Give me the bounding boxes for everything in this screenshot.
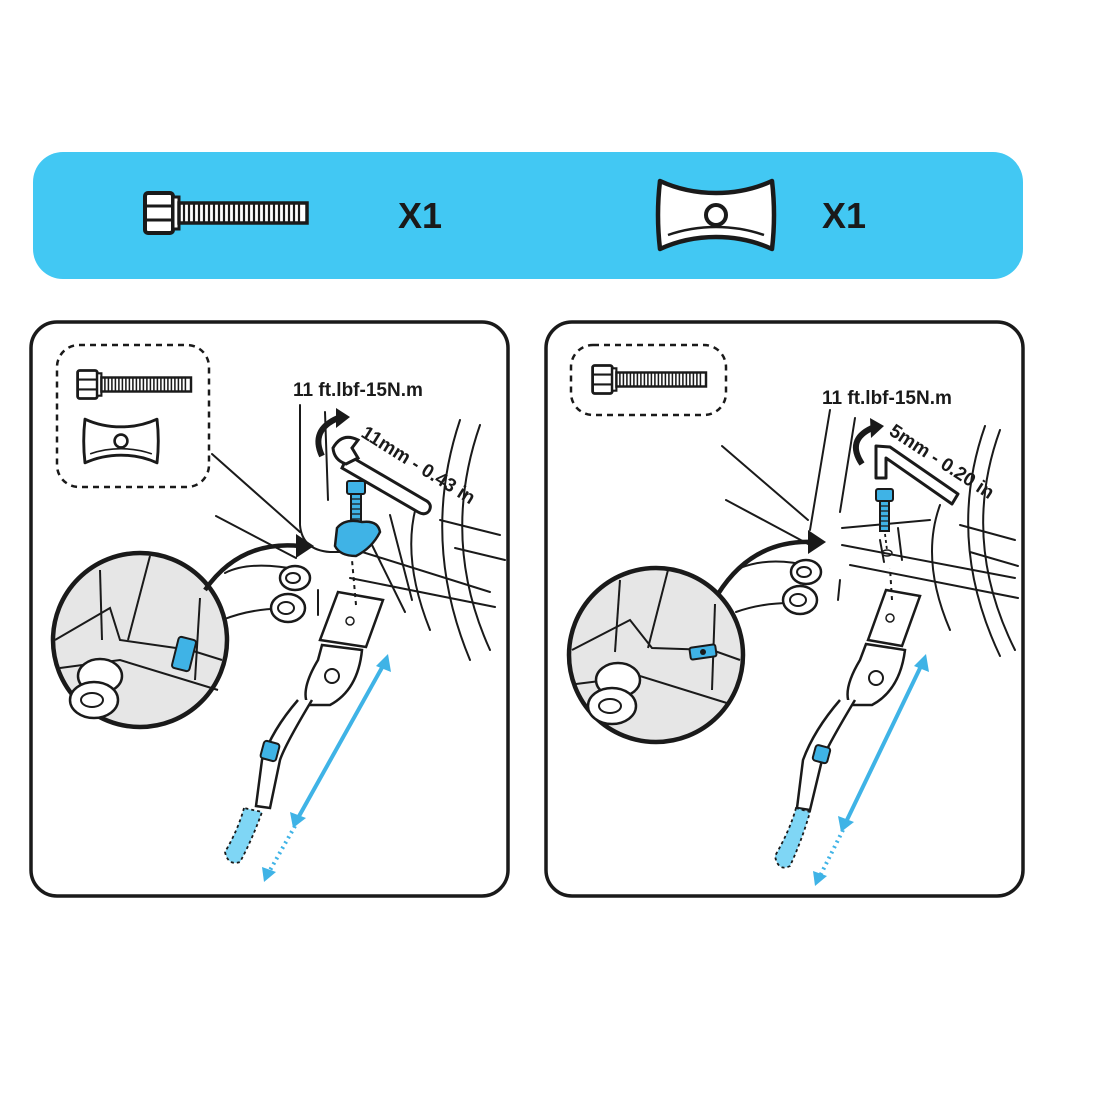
- step1-parts-box: [55, 343, 211, 489]
- bolt-quantity: X1: [398, 195, 442, 236]
- step2-magnifier: [566, 565, 746, 745]
- step1-panel: 11 ft.lbf-15N.m 11mm - 0.43 in: [29, 320, 510, 898]
- plate-icon: [658, 181, 774, 249]
- step2-kickstand: [774, 567, 922, 869]
- step1-magnifier: [50, 550, 230, 730]
- parts-bar: [33, 152, 1023, 279]
- step2-panel: 11 ft.lbf-15N.m 5mm - 0.20 in: [544, 320, 1025, 898]
- step1-torque-arrow: [315, 415, 340, 458]
- step2-bolt: [875, 488, 894, 557]
- step1-torque-label: 11 ft.lbf-15N.m: [293, 380, 423, 401]
- step2-torque-arrow: [852, 425, 874, 466]
- plate-icon: [82, 417, 160, 465]
- step2-pointer-arrow: [716, 539, 813, 596]
- step2-torque-label: 11 ft.lbf-15N.m: [822, 388, 952, 409]
- step1-plate: [333, 519, 382, 558]
- step2-extend-arrow: [813, 654, 929, 886]
- plate-quantity: X1: [822, 195, 866, 236]
- wrench-icon: [331, 435, 432, 516]
- step1-extend-arrow: [262, 654, 391, 882]
- step2-parts-box: [569, 343, 728, 417]
- hex-key-icon: [874, 444, 960, 506]
- step1-kickstand: [224, 559, 385, 864]
- step1-bike-frame: [211, 404, 506, 661]
- step1-pointer-arrow: [203, 543, 301, 592]
